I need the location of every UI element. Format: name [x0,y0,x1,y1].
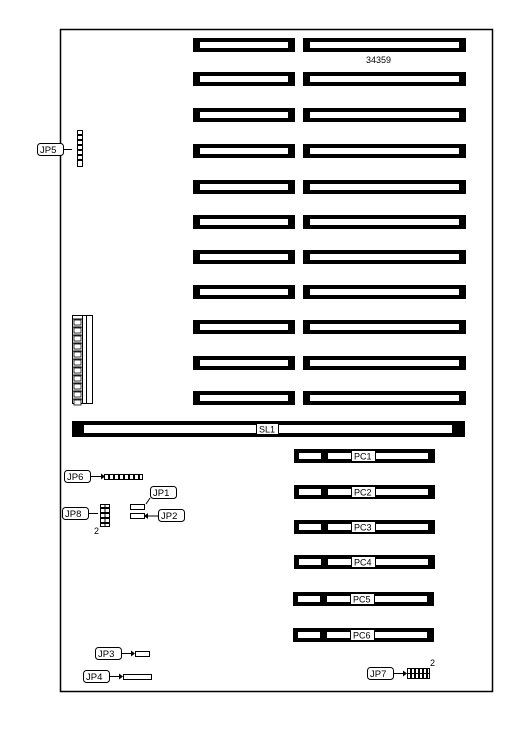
pci-slot-pc6: PC6 [293,628,434,642]
jp7-header [407,668,430,679]
chip-array [72,315,93,406]
memory-slot-row [193,38,466,52]
memory-slot-row [193,356,466,370]
jp1-label: JP1 [153,488,169,499]
jp8-header [100,504,110,527]
pci-slot-pc5: PC5 [293,592,434,606]
jp6-header [104,474,143,480]
jp1-header [130,504,145,510]
jp8-label: JP8 [65,509,81,520]
figure-id: 34359 [366,55,391,65]
pci-slot-pc3: PC3 [294,520,435,534]
memory-slot-group [193,38,466,405]
sl1-slot: SL1 [72,421,465,437]
jp4-header [123,674,152,680]
memory-slot-row [193,250,466,264]
jp5-header [77,130,83,167]
pci-slot-pc2: PC2 [294,485,435,499]
jp6-label: JP6 [67,472,83,483]
memory-slot-row [193,320,466,334]
pci-slot-label: PC3 [354,523,372,533]
pci-slot-label: PC4 [354,558,372,568]
memory-slot-row [193,391,466,405]
pci-slot-label: PC1 [354,452,372,462]
jp4-label: JP4 [86,672,102,683]
memory-slot-row [193,180,466,194]
pci-slot-label: PC6 [353,631,371,641]
jp5-callout: JP5 [37,143,72,156]
jp6-callout: JP6 [64,470,105,483]
memory-slot-row [193,215,466,229]
pci-slot-pc4: PC4 [294,555,435,569]
jp3-label: JP3 [98,649,114,660]
jp8-callout: JP8 [62,507,98,520]
jp4-callout: JP4 [83,670,123,683]
jp3-callout: JP3 [95,647,135,660]
pci-slot-label: PC5 [353,595,371,605]
jp2-header [130,513,145,519]
jp7-label: JP7 [370,669,386,680]
jp7-pin-mark: 2 [430,658,435,668]
memory-slot-row [193,72,466,86]
jp7-callout: JP7 [367,667,407,680]
jp2-label: JP2 [161,511,177,522]
memory-slot-row [193,108,466,122]
pci-slot-label: PC2 [354,488,372,498]
jp3-header [135,651,150,657]
jp1-callout: JP1 [145,486,177,505]
memory-slot-row [193,144,466,158]
jp2-callout: JP2 [144,509,185,522]
pci-slot-pc1: PC1 [294,449,435,463]
sl1-label: SL1 [259,425,275,435]
jp8-pin-mark: 2 [94,526,99,536]
jp5-label: JP5 [40,145,56,156]
memory-slot-row [193,285,466,299]
